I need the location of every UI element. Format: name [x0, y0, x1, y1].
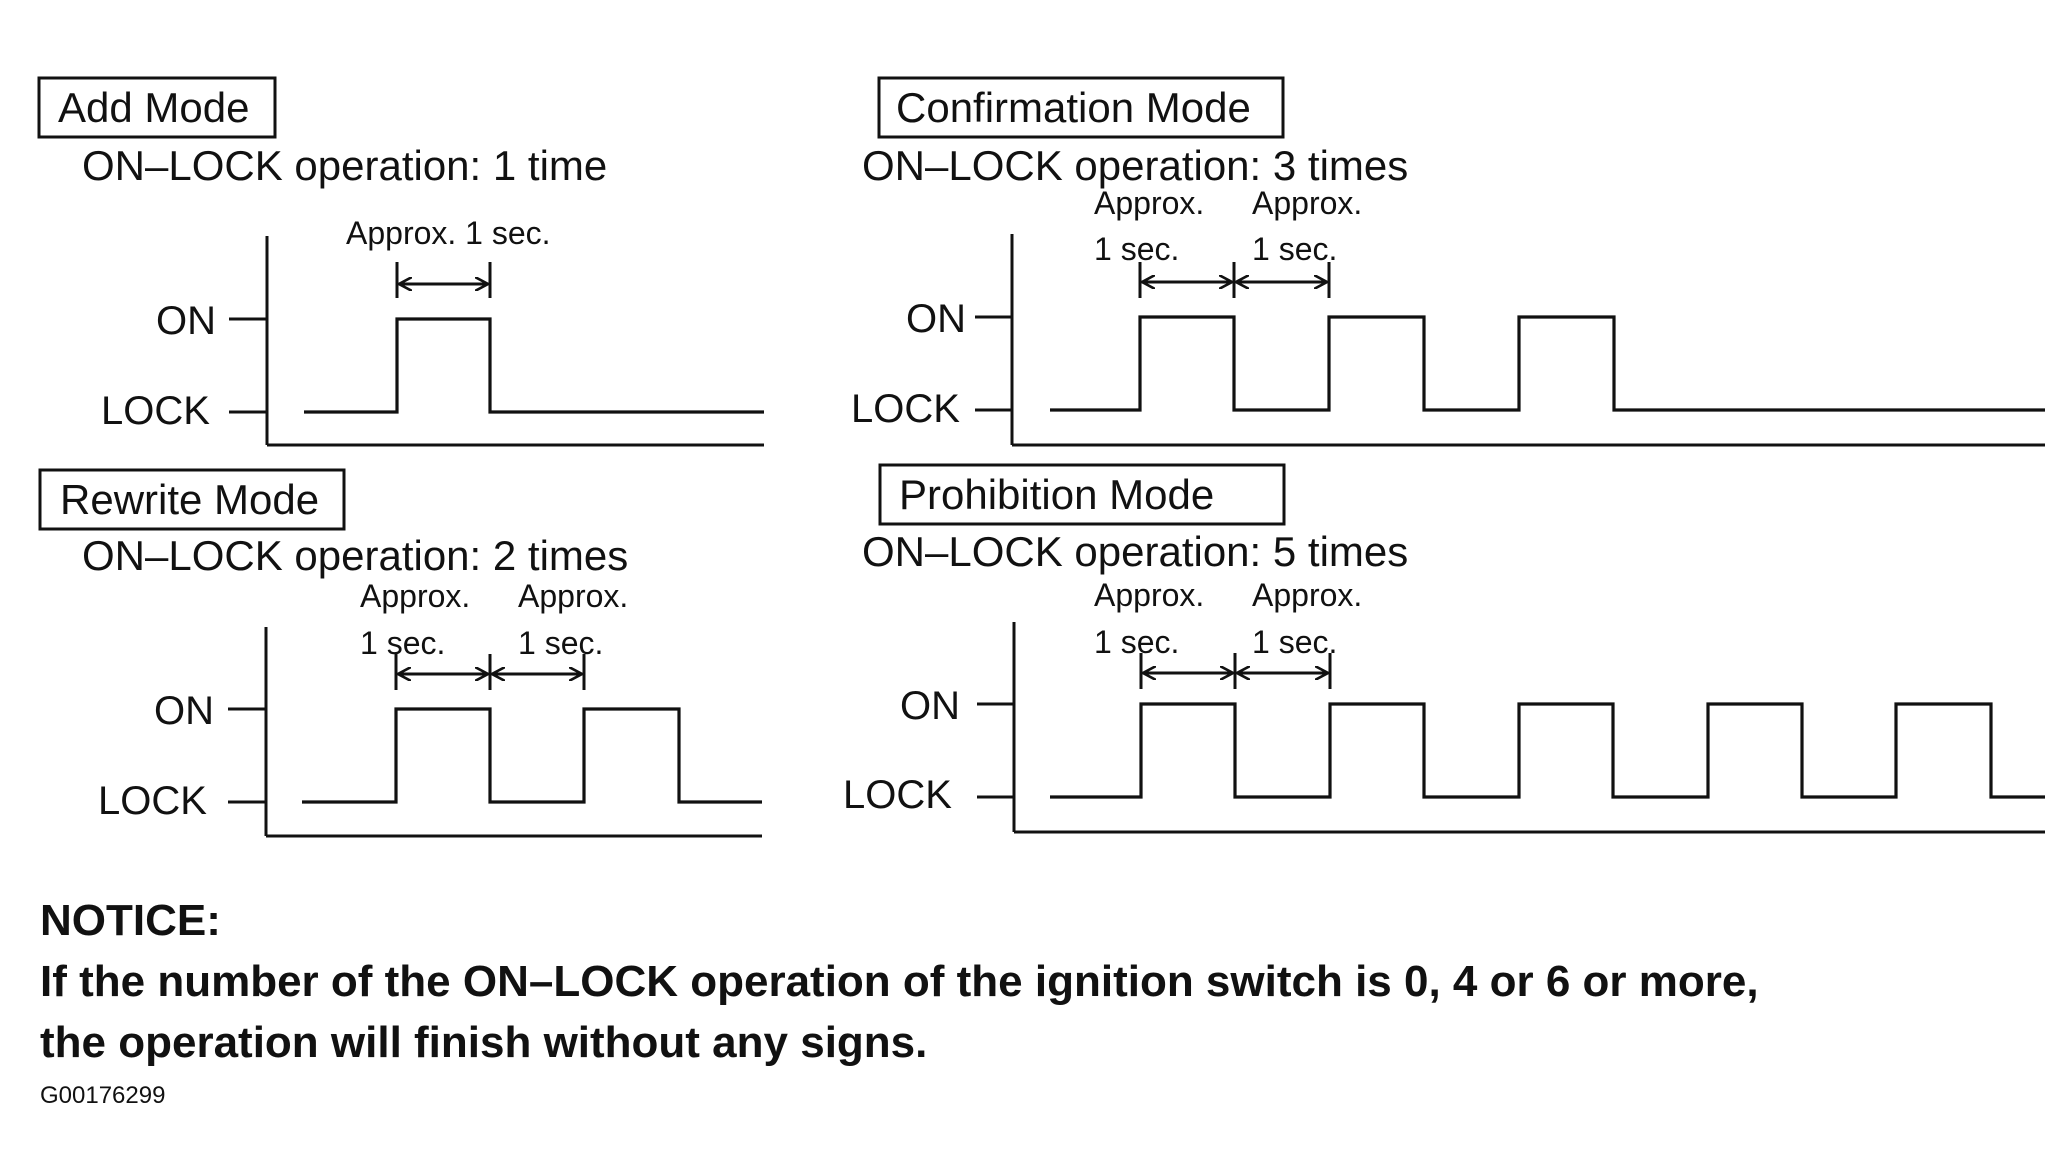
prohibition-ann1-line1: Approx. [1094, 577, 1204, 613]
add-mode-title: Add Mode [58, 84, 249, 131]
prohibition-signal [1050, 702, 2045, 799]
notice-heading: NOTICE: [40, 896, 221, 945]
figure-code: G00176299 [40, 1082, 165, 1109]
add-mode-signal [304, 317, 764, 414]
confirmation-mode-panel: Confirmation Mode ON–LOCK operation: 3 t… [851, 76, 2045, 447]
notice-block: NOTICE: If the number of the ON–LOCK ope… [40, 896, 1759, 1067]
rewrite-ann2-line2: 1 sec. [518, 625, 603, 661]
rewrite-on-label: ON [154, 689, 214, 733]
rewrite-ann2-line1: Approx. [518, 578, 628, 614]
add-mode-annotation: Approx. 1 sec. [346, 215, 551, 251]
confirmation-lock-label: LOCK [851, 387, 960, 431]
add-mode-operation: ON–LOCK operation: 1 time [82, 142, 607, 189]
confirmation-mode-operation: ON–LOCK operation: 3 times [862, 142, 1408, 189]
confirmation-mode-title-box [877, 76, 1285, 139]
confirmation-ann2-line2: 1 sec. [1252, 231, 1337, 267]
prohibition-mode-title: Prohibition Mode [899, 471, 1214, 518]
rewrite-ann1-line2: 1 sec. [360, 625, 445, 661]
confirmation-mode-title: Confirmation Mode [896, 84, 1251, 131]
confirmation-ann2-line1: Approx. [1252, 185, 1362, 221]
add-mode-title-box [37, 76, 277, 139]
rewrite-mode-title-box [38, 468, 346, 531]
confirmation-signal [1050, 315, 2045, 412]
notice-line-2: the operation will finish without any si… [40, 1018, 927, 1067]
rewrite-ann1-line1: Approx. [360, 578, 470, 614]
confirmation-on-label: ON [906, 297, 966, 341]
notice-line-1: If the number of the ON–LOCK operation o… [40, 957, 1759, 1006]
rewrite-mode-title: Rewrite Mode [60, 476, 319, 523]
prohibition-mode-title-box [878, 463, 1286, 526]
prohibition-ann2-line1: Approx. [1252, 577, 1362, 613]
add-mode-panel: Add Mode ON–LOCK operation: 1 time Appro… [37, 76, 764, 447]
confirmation-ann1-line1: Approx. [1094, 185, 1204, 221]
prohibition-on-label: ON [900, 684, 960, 728]
prohibition-mode-panel: Prohibition Mode ON–LOCK operation: 5 ti… [843, 463, 2045, 834]
confirmation-ann1-line2: 1 sec. [1094, 231, 1179, 267]
rewrite-signal [302, 707, 762, 804]
prohibition-mode-operation: ON–LOCK operation: 5 times [862, 528, 1408, 575]
prohibition-lock-label: LOCK [843, 773, 952, 817]
add-mode-lock-label: LOCK [101, 389, 210, 433]
add-mode-on-label: ON [156, 299, 216, 343]
rewrite-mode-panel: Rewrite Mode ON–LOCK operation: 2 times … [38, 468, 762, 838]
rewrite-mode-operation: ON–LOCK operation: 2 times [82, 532, 628, 579]
prohibition-ann2-line2: 1 sec. [1252, 624, 1337, 660]
rewrite-lock-label: LOCK [98, 779, 207, 823]
prohibition-ann1-line2: 1 sec. [1094, 624, 1179, 660]
